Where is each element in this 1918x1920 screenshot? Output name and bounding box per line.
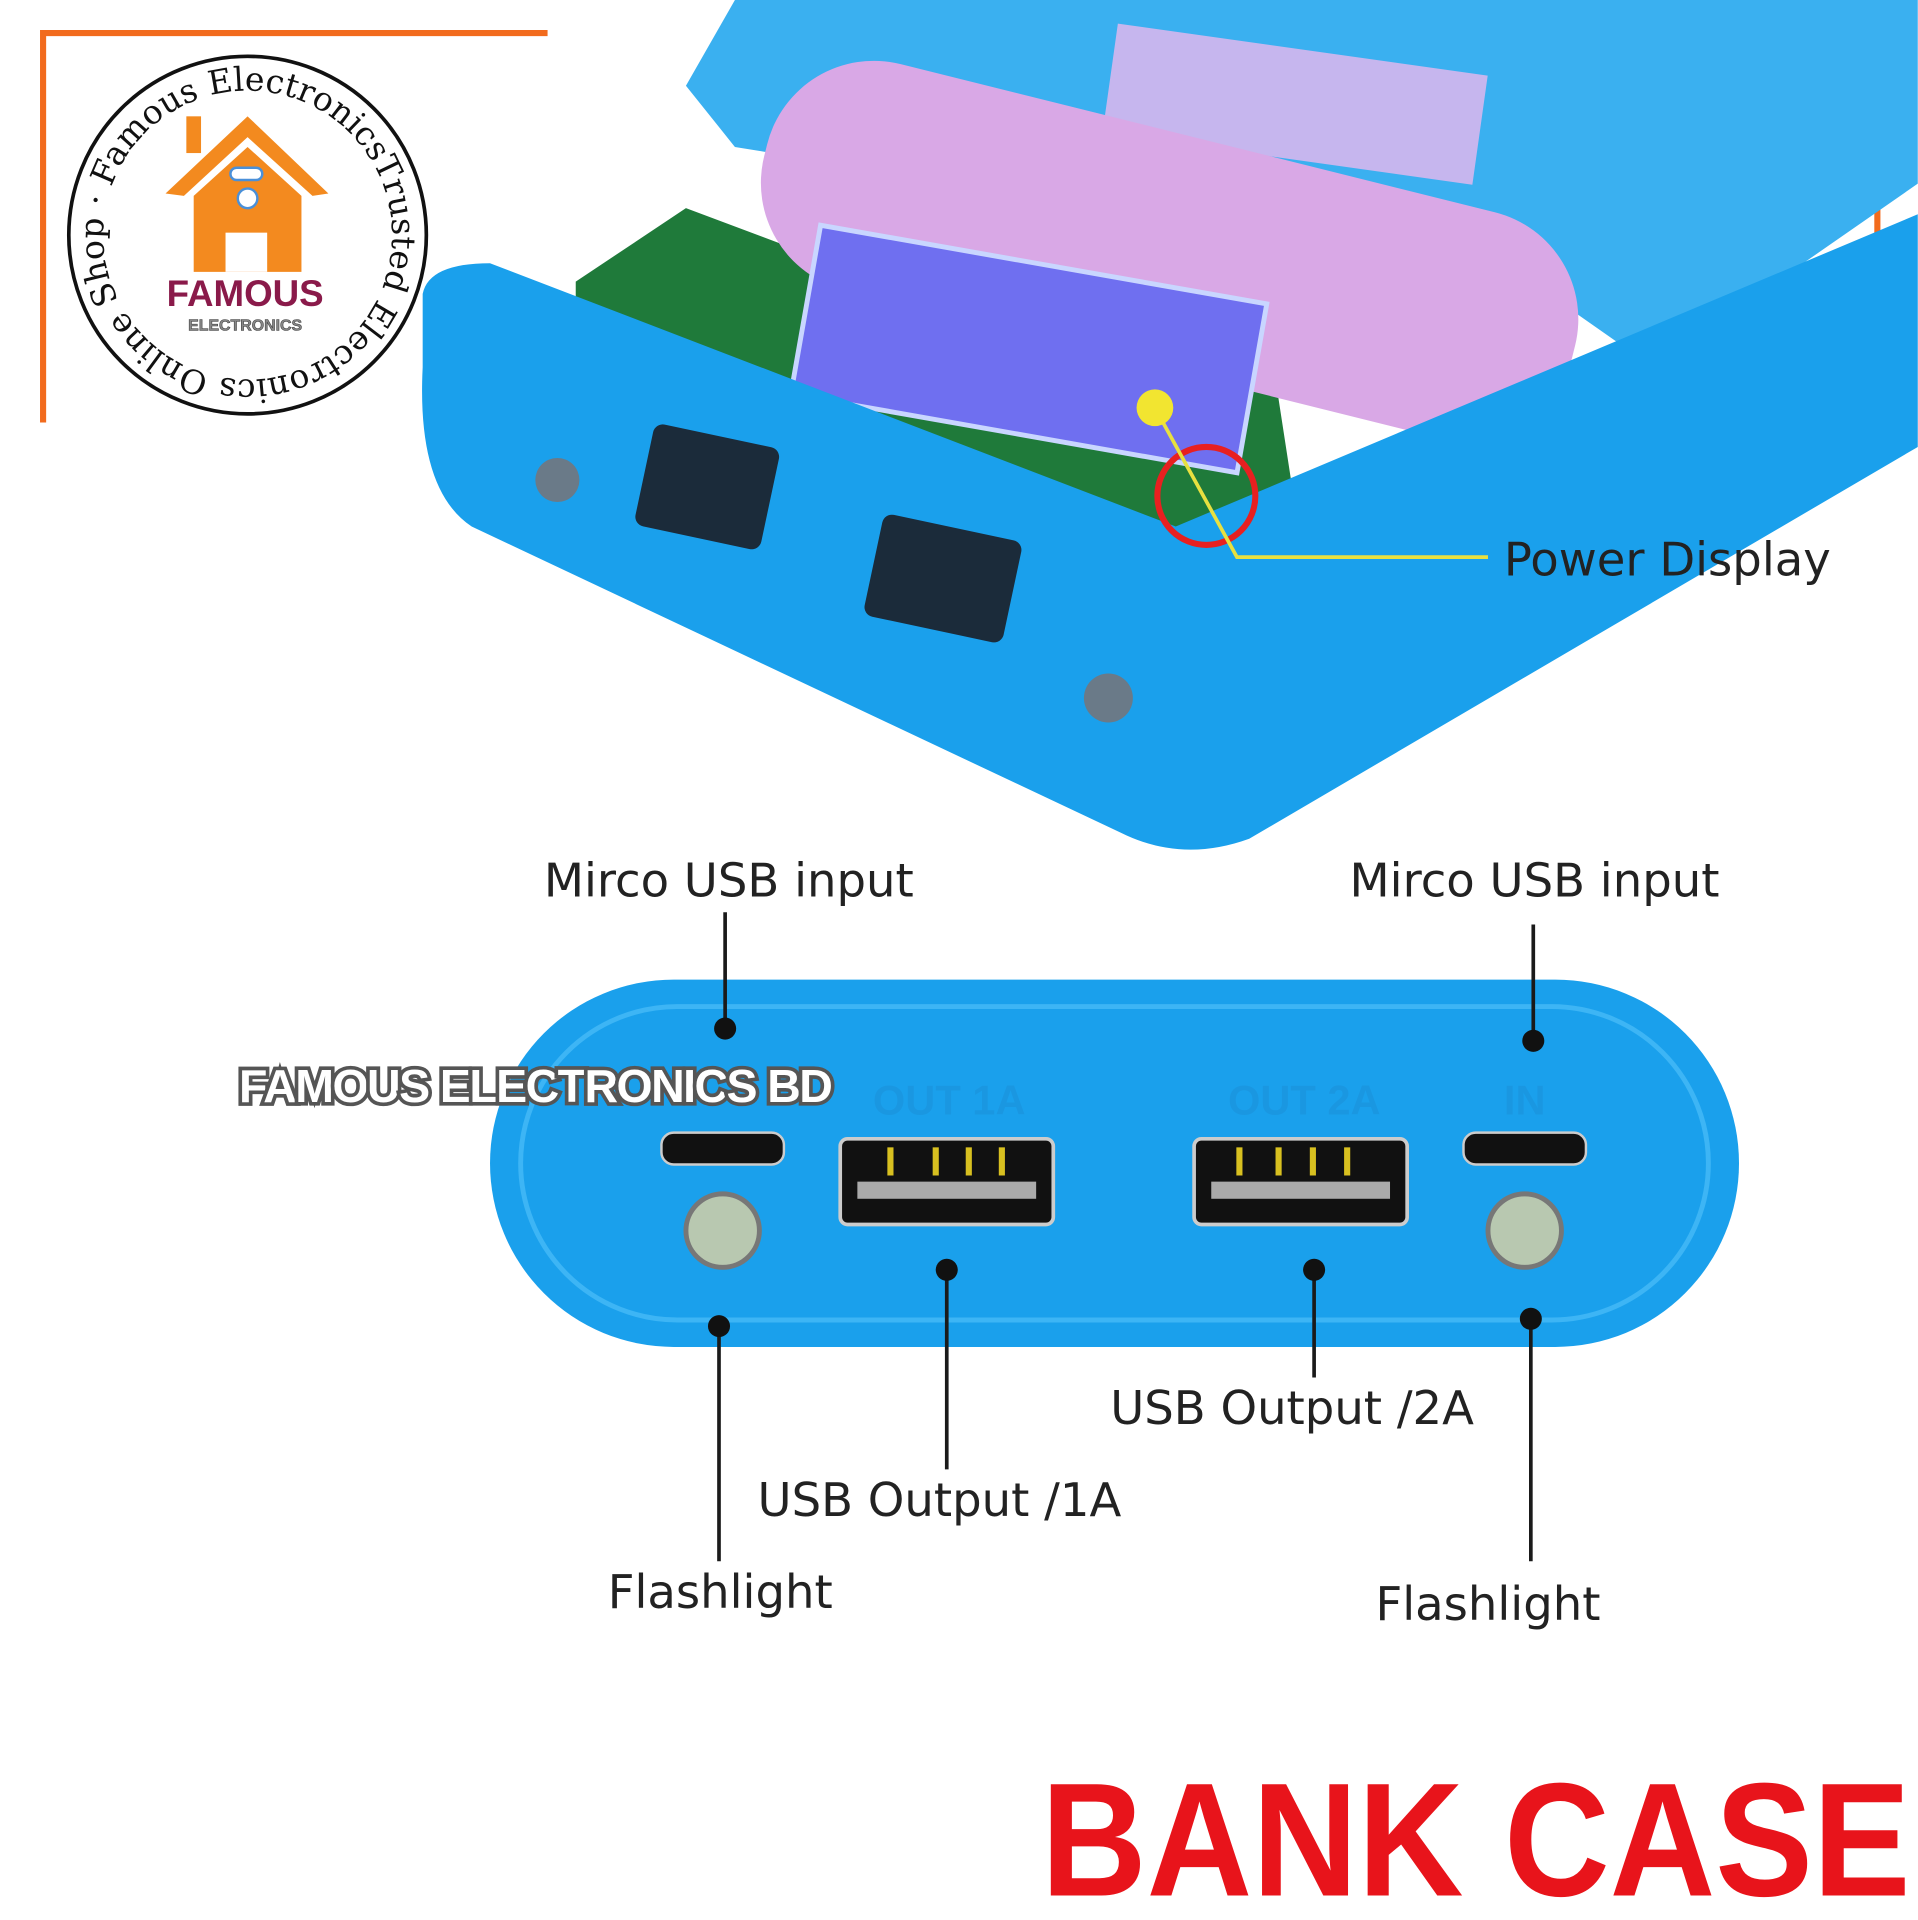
label-micro-usb-left: Mirco USB input — [544, 853, 914, 907]
svg-text:OUT 2A: OUT 2A — [1228, 1076, 1381, 1123]
usb-a-port — [1192, 1136, 1409, 1227]
battery — [760, 60, 1579, 442]
led-icon — [535, 457, 580, 503]
powerbank-open-view — [422, 0, 1918, 850]
watermark: FAMOUS ELECTRONICS BD — [239, 1060, 833, 1112]
usb-port — [864, 514, 1022, 643]
micro-usb-port — [1462, 1131, 1588, 1166]
label-usb-output-1a: USB Output /1A — [758, 1473, 1122, 1527]
micro-usb-port — [660, 1131, 786, 1166]
svg-text:IN: IN — [1504, 1076, 1546, 1123]
product-title: BANK CASE — [1041, 1751, 1910, 1920]
brand-logo: Trusted Electronics Online Shop · Famous… — [0, 0, 429, 416]
powerbank-front-view: OUT 1A OUT 2A IN — [490, 979, 1740, 1347]
flashlight-led-icon — [1485, 1191, 1564, 1270]
label-usb-output-2a: USB Output /2A — [1110, 1381, 1474, 1435]
led-icon — [1083, 673, 1133, 723]
leader-lines — [707, 912, 1545, 1562]
label-power-display: Power Display — [1504, 533, 1831, 587]
flashlight-led-icon — [683, 1191, 762, 1270]
label-flashlight-left: Flashlight — [608, 1565, 833, 1619]
label-flashlight-right: Flashlight — [1375, 1577, 1600, 1631]
usb-port — [635, 424, 780, 550]
svg-text:FAMOUS: FAMOUS — [167, 273, 324, 314]
svg-text:ELECTRONICS: ELECTRONICS — [188, 318, 302, 335]
house-icon — [165, 116, 329, 272]
svg-text:OUT 1A: OUT 1A — [873, 1076, 1026, 1123]
label-micro-usb-right: Mirco USB input — [1350, 853, 1720, 907]
usb-a-port — [838, 1136, 1056, 1227]
